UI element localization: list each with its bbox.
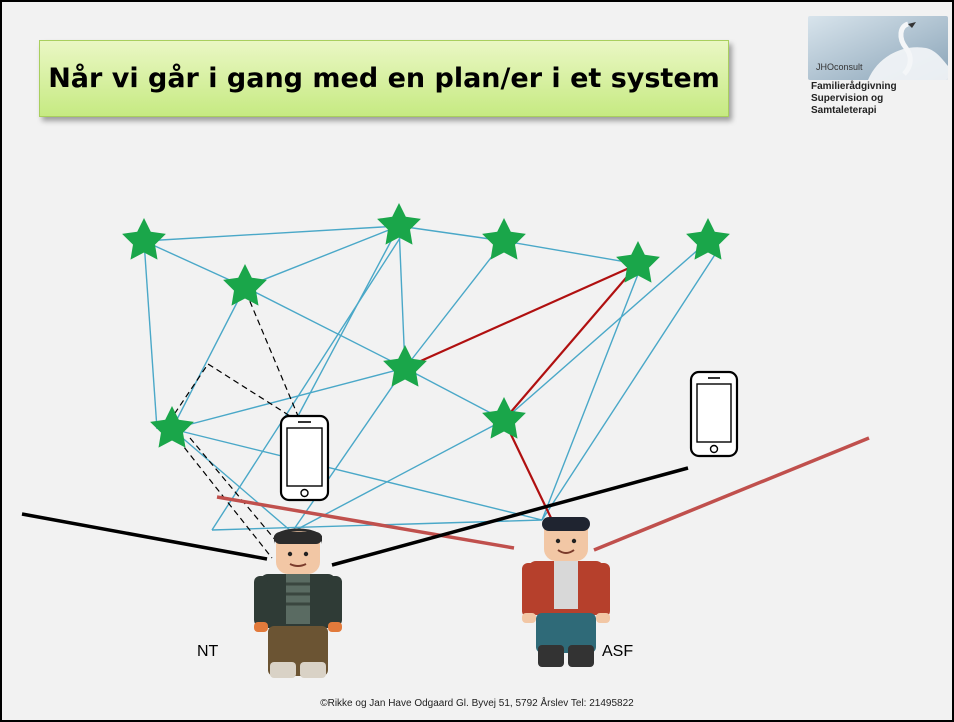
network-line	[404, 240, 505, 369]
network-line	[541, 263, 643, 521]
phone-icon	[279, 414, 330, 502]
star-node	[482, 218, 526, 260]
network-line	[291, 367, 406, 533]
title-box: Når vi går i gang med en plan/er i et sy…	[39, 40, 729, 117]
star-node	[686, 218, 730, 260]
network-line	[404, 367, 505, 421]
salmon-line	[216, 495, 515, 550]
swan-logo-icon	[808, 16, 948, 80]
stars	[122, 203, 730, 448]
logo-line: Familierådgivning	[811, 81, 897, 92]
network-line	[541, 249, 719, 521]
red-line	[503, 419, 553, 521]
star-node	[616, 241, 660, 283]
logo: JHOconsult Familierådgivning Supervision…	[808, 16, 948, 126]
salmon-lines	[216, 436, 870, 552]
red-line	[404, 262, 639, 370]
phone-icon	[689, 370, 739, 458]
dashed-line	[168, 363, 291, 423]
logo-line: Supervision og	[811, 93, 884, 104]
network-line	[171, 428, 543, 521]
logo-text: Familierådgivning Supervision og Samtale…	[811, 81, 897, 117]
dashed-lines	[168, 291, 299, 559]
black-line	[21, 512, 268, 561]
page-title: Når vi går i gang med en plan/er i et sy…	[48, 63, 720, 94]
network-line	[143, 240, 158, 430]
red-line	[503, 263, 639, 421]
star-node	[223, 264, 267, 306]
person-label-nt: NT	[197, 643, 219, 660]
network-line	[143, 225, 400, 242]
logo-brand: JHOconsult	[816, 62, 863, 72]
network-line	[291, 419, 505, 533]
dashed-line	[171, 431, 273, 559]
network-line	[398, 225, 406, 369]
network-line	[171, 428, 293, 533]
dashed-line	[245, 291, 299, 417]
network-lines	[143, 225, 719, 533]
network-line	[171, 367, 406, 430]
black-lines	[21, 466, 689, 567]
black-line	[331, 466, 689, 567]
star-node	[383, 345, 427, 387]
salmon-line	[593, 436, 870, 552]
dashed-line	[189, 437, 283, 549]
network-line	[244, 286, 406, 369]
star-node	[122, 218, 166, 260]
person-asf-icon	[522, 517, 610, 667]
network-line	[503, 240, 709, 421]
person-nt-icon	[254, 528, 342, 678]
network-line	[398, 225, 505, 242]
person-label-asf: ASF	[602, 643, 634, 660]
network-line	[297, 225, 400, 417]
red-lines	[404, 262, 639, 521]
network-line	[171, 286, 246, 430]
network-line	[503, 240, 639, 265]
footer-text: ©Rikke og Jan Have Odgaard Gl. Byvej 51,…	[320, 698, 634, 709]
network-line	[211, 237, 401, 531]
logo-line: Samtaleterapi	[811, 105, 877, 116]
network-line	[244, 225, 400, 288]
